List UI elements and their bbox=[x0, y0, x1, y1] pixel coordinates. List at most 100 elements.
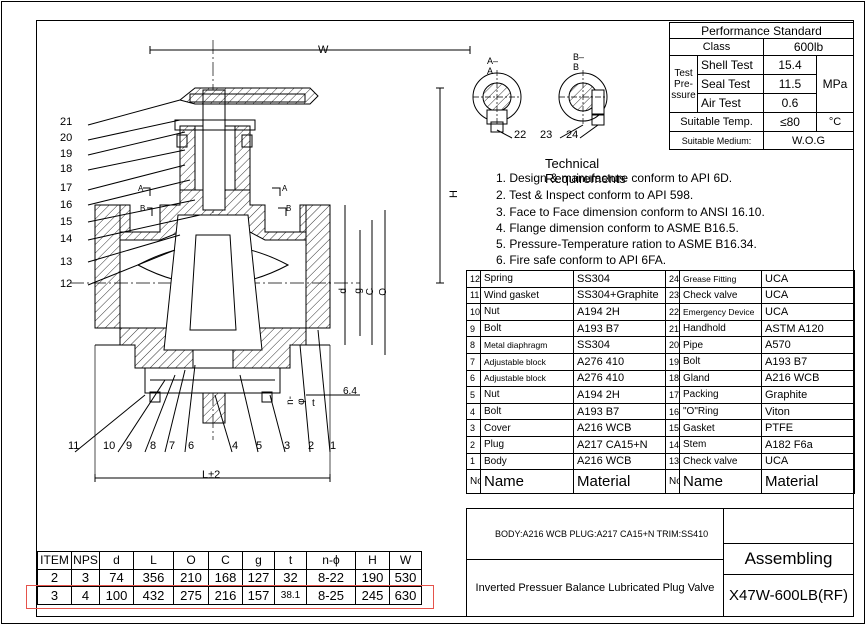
section-aa-label: A–A bbox=[487, 56, 499, 76]
assembling-label: Assembling bbox=[723, 543, 854, 575]
parts-header-material: Material bbox=[573, 469, 666, 495]
balloon-16: 16 bbox=[60, 199, 73, 211]
section-bb-label: B–B bbox=[573, 52, 585, 72]
parts-header-no: No. bbox=[466, 469, 481, 495]
model-number: X47W-600LB(RF) bbox=[723, 574, 854, 617]
performance-title: Performance Standard bbox=[669, 22, 854, 39]
parts-right-name-cell: Gasket bbox=[679, 419, 762, 437]
parts-left-no-cell: 6 bbox=[466, 369, 481, 388]
parts-left-no-cell: 7 bbox=[466, 353, 481, 371]
parts-left-material-cell: A276 410 bbox=[573, 353, 666, 371]
dim-table-header-10: W bbox=[389, 551, 422, 570]
parts-left-material-cell: A276 410 bbox=[573, 369, 666, 388]
parts-right-no-cell: 20 bbox=[665, 336, 680, 354]
parts-header-no: No. bbox=[665, 469, 680, 495]
dim-w-label: W bbox=[318, 44, 329, 56]
parts-right-no-cell: 19 bbox=[665, 353, 680, 371]
shell-test-value: 15.4 bbox=[763, 56, 817, 75]
pressure-unit: MPa bbox=[816, 56, 854, 113]
parts-left-no-cell: 10 bbox=[466, 303, 481, 321]
parts-left-no-cell: 12 bbox=[466, 270, 481, 288]
parts-left-no-cell: 11 bbox=[466, 286, 481, 305]
temp-value: ≤80 bbox=[763, 113, 817, 132]
parts-header-material: Material bbox=[761, 469, 855, 495]
balloon-19: 19 bbox=[60, 148, 73, 160]
seal-test-label: Seal Test bbox=[697, 75, 764, 94]
balloon-20: 20 bbox=[60, 132, 73, 144]
requirements-title: Technical Requirements bbox=[545, 156, 626, 186]
valve-description: Inverted Pressuer Balance Lubricated Plu… bbox=[466, 559, 724, 617]
parts-left-name-cell: Plug bbox=[480, 436, 574, 454]
highlight-box bbox=[26, 585, 434, 609]
balloon-5: 5 bbox=[256, 440, 263, 452]
dim-o-label: O bbox=[378, 288, 389, 296]
parts-left-material-cell: SS304+Graphite bbox=[573, 286, 666, 305]
balloon-6: 6 bbox=[188, 440, 195, 452]
parts-right-material-cell: A216 WCB bbox=[761, 369, 855, 388]
parts-left-name-cell: Adjustable block bbox=[480, 369, 574, 388]
balloon-17: 17 bbox=[60, 182, 73, 194]
balloon-8: 8 bbox=[150, 440, 157, 452]
parts-right-material-cell: PTFE bbox=[761, 419, 855, 437]
parts-right-material-cell: UCA bbox=[761, 270, 855, 288]
balloon-22: 22 bbox=[514, 129, 527, 141]
balloon-15: 15 bbox=[60, 216, 73, 228]
dim-table-header-8: n-ϕ bbox=[306, 551, 356, 570]
parts-right-name-cell: Check valve bbox=[679, 452, 762, 471]
requirement-2: 2. Test & Inspect conform to API 598. bbox=[496, 188, 694, 202]
parts-left-material-cell: A193 B7 bbox=[573, 319, 666, 338]
parts-left-name-cell: Adjustable block bbox=[480, 353, 574, 371]
parts-left-name-cell: Metal diaphragm bbox=[480, 336, 574, 354]
dim-table-cell: 630 bbox=[389, 586, 422, 605]
parts-left-material-cell: A194 2H bbox=[573, 303, 666, 321]
air-test-label: Air Test bbox=[697, 94, 764, 113]
balloon-9: 9 bbox=[126, 440, 133, 452]
parts-right-no-cell: 15 bbox=[665, 419, 680, 437]
balloon-7: 7 bbox=[169, 440, 176, 452]
balloon-21: 21 bbox=[60, 116, 73, 128]
balloon-14: 14 bbox=[60, 233, 73, 245]
parts-right-name-cell: Packing bbox=[679, 386, 762, 404]
dim-l-label: L±2 bbox=[202, 469, 221, 481]
requirement-4: 4. Flange dimension conform to ASME B16.… bbox=[496, 221, 739, 235]
dim-table-header-5: C bbox=[208, 551, 243, 570]
dim-table-header-6: g bbox=[242, 551, 275, 570]
parts-right-name-cell: Handhold bbox=[679, 319, 762, 338]
parts-right-no-cell: 24 bbox=[665, 270, 680, 288]
air-test-value: 0.6 bbox=[763, 94, 817, 113]
requirement-6: 6. Fire safe conform to API 6FA. bbox=[496, 253, 667, 267]
parts-right-no-cell: 21 bbox=[665, 319, 680, 338]
parts-right-name-cell: Pipe bbox=[679, 336, 762, 354]
dim-table-header-3: L bbox=[133, 551, 174, 570]
dim-h-label: H bbox=[448, 190, 460, 198]
parts-right-name-cell: Stem bbox=[679, 436, 762, 454]
parts-right-material-cell: ASTM A120 bbox=[761, 319, 855, 338]
balloon-4: 4 bbox=[232, 440, 239, 452]
parts-left-material-cell: A193 B7 bbox=[573, 402, 666, 421]
parts-right-name-cell: Grease Fitting bbox=[679, 270, 762, 288]
parts-right-no-cell: 14 bbox=[665, 436, 680, 454]
balloon-13: 13 bbox=[60, 256, 73, 268]
balloon-10: 10 bbox=[103, 440, 116, 452]
requirement-5: 5. Pressure-Temperature ration to ASME B… bbox=[496, 237, 757, 251]
parts-right-material-cell: A193 B7 bbox=[761, 353, 855, 371]
parts-left-name-cell: Cover bbox=[480, 419, 574, 437]
parts-right-name-cell: "O"Ring bbox=[679, 402, 762, 421]
parts-right-material-cell: A182 F6a bbox=[761, 436, 855, 454]
requirement-1: 1. Design & manufacture conform to API 6… bbox=[496, 171, 733, 185]
parts-left-material-cell: A216 WCB bbox=[573, 419, 666, 437]
requirement-3: 3. Face to Face dimension conform to ANS… bbox=[496, 205, 765, 219]
parts-left-name-cell: Bolt bbox=[480, 319, 574, 338]
materials-note: BODY:A216 WCB PLUG:A217 CA15+N TRIM:SS41… bbox=[466, 508, 724, 560]
parts-left-name-cell: Nut bbox=[480, 303, 574, 321]
parts-right-no-cell: 17 bbox=[665, 386, 680, 404]
parts-right-material-cell: A570 bbox=[761, 336, 855, 354]
medium-label: Suitable Medium: bbox=[669, 132, 764, 150]
parts-right-material-cell: UCA bbox=[761, 303, 855, 321]
dim-table-header-2: d bbox=[99, 551, 134, 570]
balloon-3: 3 bbox=[284, 440, 291, 452]
dim-table-header-0: ITEM bbox=[37, 551, 72, 570]
dim-g-label: g bbox=[353, 288, 364, 294]
parts-right-no-cell: 18 bbox=[665, 369, 680, 388]
